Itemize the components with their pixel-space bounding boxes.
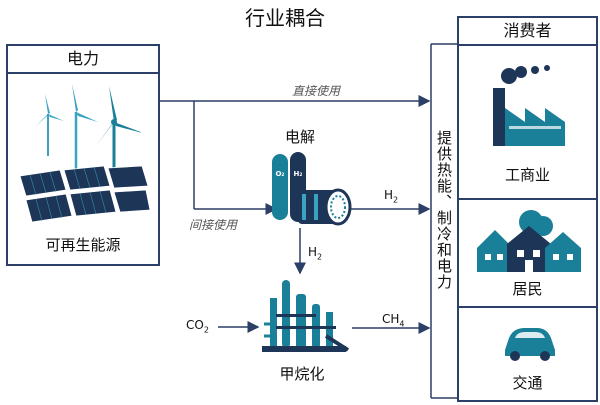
consumer-card-industry: 工商业 — [457, 44, 598, 200]
co2-label: CO2 — [186, 318, 209, 334]
co2-sub: 2 — [203, 325, 209, 335]
renewable-label: 可再生能源 — [45, 236, 121, 254]
tank-o2-text: O₂ — [275, 170, 284, 178]
power-panel-header: 电力 — [8, 46, 158, 74]
ch4-label: CH4 — [382, 312, 405, 328]
solar-panel-icon — [19, 165, 150, 223]
h2-down-main: H — [308, 245, 318, 259]
indirect-use-label: 间接使用 — [189, 218, 238, 232]
consumer-label-industry: 工商业 — [504, 166, 550, 184]
methanation-plant-icon — [262, 280, 350, 352]
consumer-card-transport: 交通 — [457, 306, 598, 402]
diagram-title: 行业耦合 — [245, 6, 325, 30]
supply-label: 提供热能、制冷和电力 — [435, 130, 453, 290]
electrolysis-label: 电解 — [284, 128, 315, 146]
consumers-header: 消费者 — [457, 16, 598, 46]
co2-main: CO — [186, 318, 204, 332]
h2-right-label: H2 — [384, 188, 398, 204]
consumer-card-residential: 居民 — [457, 198, 598, 308]
ch4-sub: 4 — [399, 319, 405, 329]
h2-right-sub: 2 — [393, 195, 399, 205]
h2-right-main: H — [384, 188, 394, 202]
h2-down-label: H2 — [308, 245, 322, 261]
factory-icon — [493, 65, 565, 146]
car-icon — [505, 328, 555, 361]
power-panel: 电力 可再生能 — [6, 44, 160, 266]
tank-h2-text: H₂ — [294, 170, 303, 178]
electrolyzer-icon: O₂ H₂ — [272, 152, 352, 226]
methanation-label: 甲烷化 — [279, 365, 325, 383]
houses-icon — [477, 210, 581, 272]
h2-down-sub: 2 — [317, 252, 323, 262]
consumer-label-residential: 居民 — [512, 280, 543, 298]
consumer-label-transport: 交通 — [512, 374, 543, 392]
ch4-main: CH — [382, 312, 400, 326]
direct-use-label: 直接使用 — [292, 84, 341, 98]
